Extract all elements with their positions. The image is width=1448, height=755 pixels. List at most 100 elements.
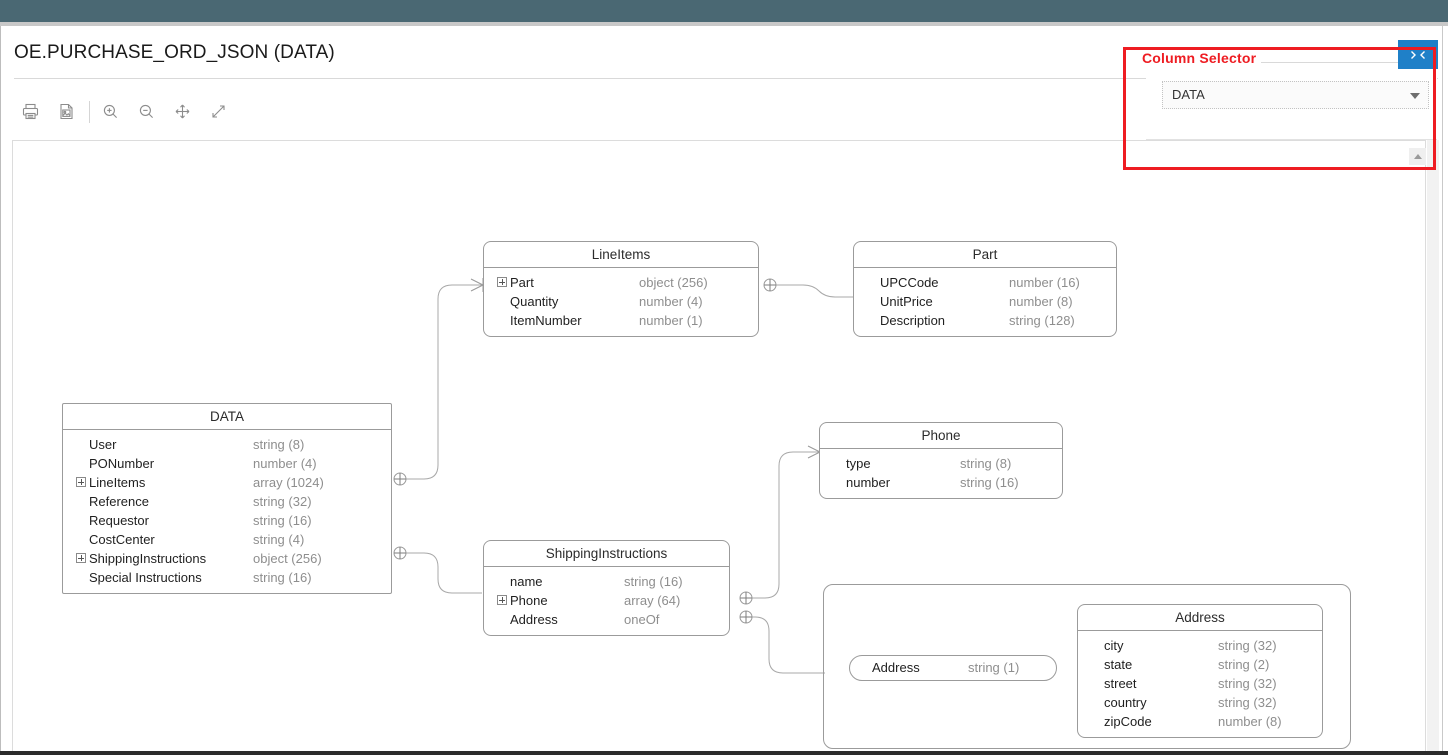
- zoom-in-icon: [101, 102, 120, 121]
- oneof-group-container: [823, 584, 1351, 749]
- collapse-button[interactable]: [1398, 40, 1438, 69]
- expand-plus-icon[interactable]: [497, 277, 507, 287]
- table-row[interactable]: Part object (256): [484, 273, 758, 292]
- table-row[interactable]: PONumber number (4): [63, 454, 391, 473]
- table-row[interactable]: type string (8): [820, 454, 1062, 473]
- table-row[interactable]: city string (32): [1078, 636, 1322, 655]
- table-row[interactable]: Special Instructions string (16): [63, 568, 391, 587]
- entity-part[interactable]: Part UPCCode number (16) UnitPrice numbe…: [853, 241, 1117, 337]
- scalar-node-name: Address: [872, 660, 920, 675]
- entity-rows: city string (32) state string (2) street…: [1078, 631, 1322, 737]
- field-type: string (16): [253, 513, 312, 528]
- table-row[interactable]: UPCCode number (16): [854, 273, 1116, 292]
- table-row[interactable]: Requestor string (16): [63, 511, 391, 530]
- canvas-vertical-scrollbar-track[interactable]: [1427, 140, 1439, 752]
- field-name: CostCenter: [89, 532, 155, 547]
- table-row[interactable]: Phone array (64): [484, 591, 729, 610]
- field-type: string (8): [960, 456, 1012, 471]
- field-name: ItemNumber: [510, 313, 582, 328]
- table-row[interactable]: state string (2): [1078, 655, 1322, 674]
- field-type: string (32): [1218, 695, 1277, 710]
- field-name: Reference: [89, 494, 149, 509]
- field-name: Special Instructions: [89, 570, 202, 585]
- table-row[interactable]: ShippingInstructions object (256): [63, 549, 391, 568]
- chevron-down-icon[interactable]: [1410, 93, 1420, 99]
- field-type: number (1): [639, 313, 703, 328]
- column-selector-panel: DATA: [1146, 62, 1437, 140]
- table-row[interactable]: country string (32): [1078, 693, 1322, 712]
- field-type: array (64): [624, 593, 681, 608]
- toolbar-separator: [89, 101, 90, 123]
- entity-shippinginstructions[interactable]: ShippingInstructions name string (16) Ph…: [483, 540, 730, 636]
- entity-rows: UPCCode number (16) UnitPrice number (8)…: [854, 268, 1116, 336]
- field-name: city: [1104, 638, 1124, 653]
- diagram-toolbar: [1, 86, 1448, 138]
- entity-phone[interactable]: Phone type string (8) number string (16): [819, 422, 1063, 499]
- entity-address[interactable]: Address city string (32) state string (2…: [1077, 604, 1323, 738]
- field-name: UPCCode: [880, 275, 939, 290]
- table-row[interactable]: Description string (128): [854, 311, 1116, 330]
- fit-to-window-button[interactable]: [201, 94, 235, 128]
- table-row[interactable]: name string (16): [484, 572, 729, 591]
- field-name: type: [846, 456, 871, 471]
- field-type: number (8): [1218, 714, 1282, 729]
- entity-data[interactable]: DATA User string (8) PONumber number (4)…: [62, 403, 392, 594]
- entity-lineitems[interactable]: LineItems Part object (256) Quantity num…: [483, 241, 759, 337]
- field-name: Description: [880, 313, 946, 328]
- field-type: number (4): [639, 294, 703, 309]
- entity-rows: type string (8) number string (16): [820, 449, 1062, 498]
- field-name: name: [510, 574, 543, 589]
- field-name: number: [846, 475, 891, 490]
- field-name: country: [1104, 695, 1147, 710]
- table-row[interactable]: User string (8): [63, 435, 391, 454]
- entity-rows: User string (8) PONumber number (4) Line…: [63, 430, 391, 593]
- field-name: Quantity: [510, 294, 559, 309]
- table-row[interactable]: ItemNumber number (1): [484, 311, 758, 330]
- field-name: User: [89, 437, 117, 452]
- field-type: string (32): [1218, 638, 1277, 653]
- entity-title: Phone: [820, 423, 1062, 449]
- field-type: string (2): [1218, 657, 1270, 672]
- zoom-in-button[interactable]: [93, 94, 127, 128]
- table-row[interactable]: Address oneOf: [484, 610, 729, 629]
- field-type: number (8): [1009, 294, 1073, 309]
- pan-button[interactable]: [165, 94, 199, 128]
- field-type: object (256): [639, 275, 708, 290]
- application-top-bar: [0, 0, 1448, 22]
- entity-rows: Part object (256) Quantity number (4) It…: [484, 268, 758, 336]
- window-bottom-edge: [0, 751, 1448, 755]
- field-type: number (16): [1009, 275, 1080, 290]
- table-row[interactable]: CostCenter string (4): [63, 530, 391, 549]
- expand-plus-icon[interactable]: [76, 553, 86, 563]
- scalar-node-address[interactable]: Address string (1): [849, 655, 1057, 681]
- column-selector-dropdown[interactable]: DATA: [1162, 81, 1429, 109]
- expand-plus-icon[interactable]: [497, 595, 507, 605]
- field-name: Address: [510, 612, 558, 627]
- column-selector-scroll-up-button[interactable]: [1409, 148, 1426, 165]
- field-type: array (1024): [253, 475, 324, 490]
- save-as-image-button[interactable]: [49, 94, 83, 128]
- column-selector-value: DATA: [1172, 87, 1205, 102]
- entity-rows: name string (16) Phone array (64) Addres…: [484, 567, 729, 635]
- table-row[interactable]: LineItems array (1024): [63, 473, 391, 492]
- field-type: string (8): [253, 437, 305, 452]
- table-row[interactable]: Quantity number (4): [484, 292, 758, 311]
- print-button[interactable]: [13, 94, 47, 128]
- table-row[interactable]: UnitPrice number (8): [854, 292, 1116, 311]
- table-row[interactable]: street string (32): [1078, 674, 1322, 693]
- expand-plus-icon[interactable]: [76, 477, 86, 487]
- zoom-out-button[interactable]: [129, 94, 163, 128]
- field-type: string (128): [1009, 313, 1075, 328]
- entity-title: Address: [1078, 605, 1322, 631]
- canvas-vertical-scrollbar-thumb[interactable]: [1427, 140, 1439, 260]
- table-row[interactable]: number string (16): [820, 473, 1062, 492]
- field-name: Part: [510, 275, 534, 290]
- field-name: Requestor: [89, 513, 149, 528]
- entity-title: LineItems: [484, 242, 758, 268]
- table-row[interactable]: Reference string (32): [63, 492, 391, 511]
- field-name: PONumber: [89, 456, 155, 471]
- table-row[interactable]: zipCode number (8): [1078, 712, 1322, 731]
- field-name: street: [1104, 676, 1137, 691]
- field-type: string (16): [960, 475, 1019, 490]
- diagram-canvas[interactable]: Address string (1) LineItems Part object…: [12, 140, 1426, 754]
